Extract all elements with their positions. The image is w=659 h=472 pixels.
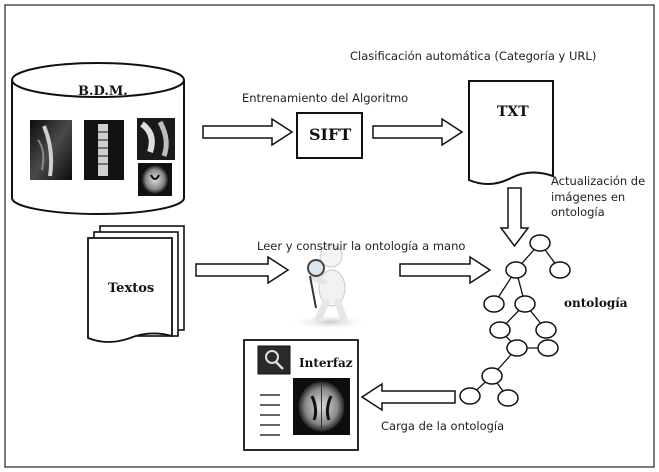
mri-image-spine-2 — [84, 120, 124, 180]
entrenamiento-label: Entrenamiento del Algoritmo — [242, 91, 409, 105]
arrow-bdm-to-sift — [202, 117, 294, 147]
ontology-node — [481, 367, 503, 385]
clasificacion-label: Clasificación automática (Categoría y UR… — [350, 49, 597, 63]
sift-box — [296, 112, 363, 159]
txt-label: TXT — [497, 104, 529, 120]
ontology-node — [549, 261, 571, 279]
txt-document — [468, 80, 554, 185]
arrow-figure-to-ontology — [399, 255, 492, 285]
magnifier-figure — [290, 244, 370, 330]
ontologia-label: ontología — [564, 296, 628, 310]
leer-label: Leer y construir la ontología a mano — [257, 239, 466, 253]
arrow-ontology-to-interfaz — [360, 382, 456, 412]
interfaz-window — [243, 339, 359, 451]
ontology-node — [514, 295, 536, 313]
bdm-label: B.D.M. — [78, 84, 128, 99]
textos-label: Textos — [108, 281, 155, 296]
ontology-node — [535, 321, 557, 339]
ontology-node — [505, 261, 527, 279]
ontology-node — [506, 339, 528, 357]
actualizacion-label: Actualización de imágenes en ontología — [551, 174, 646, 220]
ontology-nodes — [459, 234, 571, 407]
carga-label: Carga de la ontología — [381, 419, 505, 433]
ontology-node — [529, 234, 551, 252]
search-app-icon — [257, 345, 291, 375]
textos-stack — [87, 225, 185, 343]
interfaz-label: Interfaz — [299, 356, 353, 370]
ontology-node — [459, 387, 481, 405]
mri-image-brain — [138, 163, 172, 196]
ontology-node — [497, 389, 519, 407]
mri-image-knee — [137, 118, 175, 160]
ontology-node — [489, 321, 511, 339]
sift-label: SIFT — [309, 125, 352, 144]
arrow-sift-to-txt — [372, 117, 464, 147]
arrow-txt-to-ontology — [499, 187, 530, 248]
outer-border — [4, 4, 655, 468]
ontology-node — [483, 295, 505, 313]
arrow-textos-to-figure — [195, 255, 290, 285]
mri-image-spine-1 — [30, 120, 72, 180]
ontology-node — [537, 339, 559, 357]
